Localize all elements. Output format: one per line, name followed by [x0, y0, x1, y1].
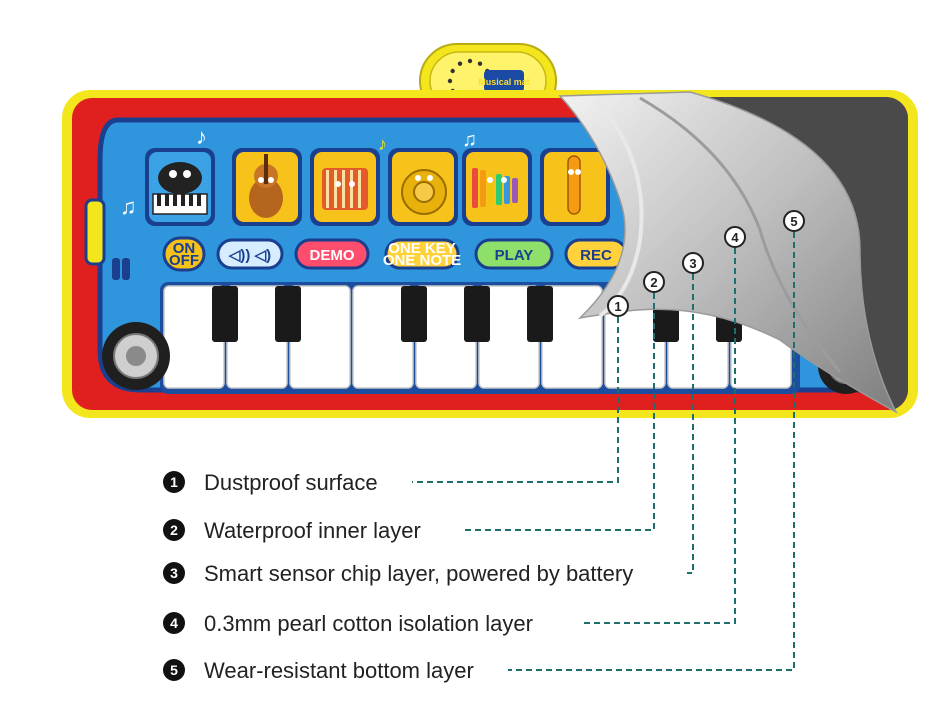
- instrument-window-violin: [232, 148, 302, 226]
- music-note-icon: ♪: [378, 134, 387, 154]
- callout-5: 5: [783, 210, 805, 232]
- speaker-hole: [447, 78, 453, 84]
- bus-bumper: [84, 198, 106, 266]
- volume-button[interactable]: ◁)) ◁): [216, 238, 284, 270]
- legend-number-badge: [163, 612, 185, 634]
- leader-line-4: [583, 248, 736, 624]
- legend-number: 5: [170, 662, 178, 678]
- front-wheel: [102, 322, 170, 390]
- black-key[interactable]: [401, 286, 427, 342]
- bus-light: [122, 258, 130, 280]
- peel-fold: [639, 96, 842, 373]
- legend-item-3: 3 Smart sensor chip layer, powered by bat…: [163, 561, 633, 586]
- peel-edge-highlight: [594, 98, 644, 318]
- leader-line-3: [687, 274, 694, 574]
- black-key[interactable]: [275, 286, 301, 342]
- one-key-one-note-label-line1: ONE KEY: [388, 240, 456, 257]
- legend-number: 4: [170, 615, 178, 631]
- peeled-layer: [558, 91, 898, 414]
- legend-text: Smart sensor chip layer, powered by batt…: [204, 561, 633, 586]
- instrument-window-accordion: [310, 148, 380, 226]
- black-key[interactable]: [464, 286, 490, 342]
- black-key[interactable]: [527, 286, 553, 342]
- callout-number: 2: [650, 275, 657, 290]
- callout-number: 1: [614, 299, 621, 314]
- music-note-icon: ♪: [196, 124, 207, 149]
- speaker-badge-text: Musical mat: [478, 77, 530, 87]
- legend-number: 2: [170, 522, 178, 538]
- legend-number-badge: [163, 659, 185, 681]
- speaker-hole: [450, 68, 455, 74]
- leader-line-1: [412, 317, 619, 483]
- legend-number-badge: [163, 471, 185, 493]
- on-off-label-line1: ON: [173, 240, 196, 257]
- music-note-icon: ♫: [120, 194, 137, 219]
- legend-number: 3: [170, 565, 178, 581]
- legend-item-1: 1 Dustproof surface: [163, 470, 378, 495]
- legend-text: 0.3mm pearl cotton isolation layer: [204, 611, 533, 636]
- callout-3: 3: [682, 252, 704, 274]
- one-key-one-note-label-line2: ONE NOTE: [383, 252, 461, 269]
- play-label: PLAY: [495, 247, 534, 264]
- legend-number-badge: [163, 562, 185, 584]
- legend-item-5: 5 Wear-resistant bottom layer: [163, 658, 474, 683]
- callout-number: 4: [731, 230, 739, 245]
- black-key[interactable]: [212, 286, 238, 342]
- legend-item-4: 4 0.3mm pearl cotton isolation layer: [163, 611, 533, 636]
- callout-4: 4: [724, 226, 746, 248]
- instrument-window-french-horn: [388, 148, 458, 226]
- speaker-hole: [467, 58, 473, 64]
- volume-label: ◁)) ◁): [228, 247, 271, 264]
- legend-text: Waterproof inner layer: [204, 518, 421, 543]
- legend-number: 1: [170, 474, 178, 490]
- legend-number-badge: [163, 519, 185, 541]
- speaker-hole: [457, 61, 463, 66]
- record-label: REC: [580, 247, 612, 264]
- speaker-hole: [477, 61, 483, 66]
- bus-light: [112, 258, 120, 280]
- instrument-window-piano: [145, 148, 215, 226]
- legend-item-2: 2 Waterproof inner layer: [163, 518, 421, 543]
- leader-line-2: [463, 293, 655, 531]
- on-off-label-line2: OFF: [169, 252, 199, 269]
- legend-text: Dustproof surface: [204, 470, 378, 495]
- callout-2: 2: [643, 271, 665, 293]
- play-button[interactable]: PLAY: [474, 238, 554, 270]
- record-button[interactable]: REC: [564, 238, 628, 270]
- demo-label: DEMO: [310, 247, 355, 264]
- instrument-window-saxophone: [540, 148, 610, 226]
- callout-number: 3: [689, 256, 696, 271]
- callout-number: 5: [790, 214, 797, 229]
- instrument-window-xylophone: [462, 148, 532, 226]
- music-note-icon: ♫: [462, 129, 477, 151]
- legend-text: Wear-resistant bottom layer: [204, 658, 474, 683]
- callout-1: 1: [607, 295, 629, 317]
- leader-line-5: [508, 232, 795, 671]
- demo-button[interactable]: DEMO: [294, 238, 370, 270]
- speaker-badge: [484, 70, 524, 92]
